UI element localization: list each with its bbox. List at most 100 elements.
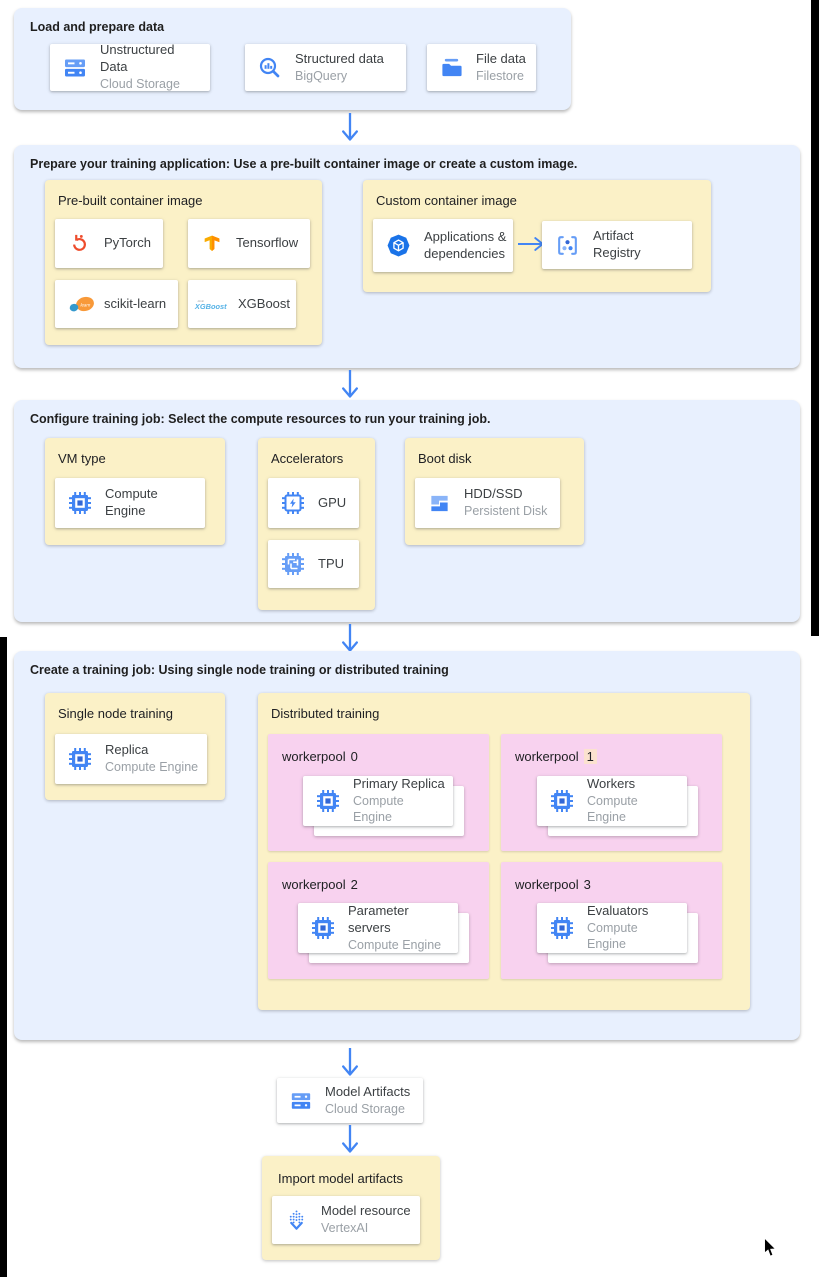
card-applications-dependencies: Applications & dependencies [373, 219, 513, 272]
card-subtitle: VertexAI [321, 1221, 369, 1236]
card-subtitle: Compute Engine [587, 794, 638, 825]
section-prepare-training-application: Prepare your training application: Use a… [14, 145, 800, 368]
card-subtitle: Cloud Storage [100, 77, 180, 92]
cloud-storage-icon [290, 1090, 312, 1112]
card-file-data: File data Filestore [427, 44, 536, 91]
group-prebuilt-container-image: Pre-built container image PyTorch Tensor… [45, 180, 322, 345]
card-pytorch: PyTorch [55, 219, 163, 268]
card-replica: Replica Compute Engine [55, 734, 207, 784]
card-stack-primary-replica: Primary Replica Compute Engine [303, 776, 464, 836]
card-subtitle: Cloud Storage [325, 1101, 405, 1116]
group-single-node-training: Single node training Replica Compute Eng… [45, 693, 225, 800]
mouse-cursor [763, 1237, 777, 1257]
compute-engine-icon [550, 916, 574, 940]
section-title: Load and prepare data [30, 20, 165, 34]
card-unstructured-data: Unstructured Data Cloud Storage [50, 42, 210, 92]
card-title: Applications & dependencies [424, 228, 507, 261]
tpu-icon [281, 552, 305, 576]
xgboost-icon [194, 297, 232, 312]
card-title: HDD/SSD [464, 486, 523, 502]
compute-engine-icon [550, 789, 574, 813]
card-scikit-learn: scikit-learn [55, 280, 178, 328]
tensorflow-icon [201, 233, 223, 255]
card-tpu: TPU [268, 540, 359, 588]
card-subtitle: BigQuery [295, 68, 348, 83]
card-title: Model Artifacts [325, 1083, 411, 1099]
group-label: VM type [58, 451, 106, 466]
card-xgboost: XGBoost [188, 280, 296, 328]
group-label: Pre-built container image [58, 193, 203, 208]
group-label: Accelerators [271, 451, 344, 466]
card-subtitle: Persistent Disk [464, 504, 548, 519]
card-tensorflow: Tensorflow [188, 219, 310, 268]
flow-arrow-down-icon [340, 112, 360, 142]
card-structured-data: Structured data BigQuery [245, 44, 406, 91]
card-title: Artifact Registry [593, 228, 641, 260]
card-title: Parameter servers [348, 902, 409, 935]
section-title: Configure training job: Select the compu… [30, 412, 491, 426]
group-accelerators: Accelerators GPU TPU [258, 438, 375, 610]
group-label: Distributed training [271, 706, 380, 721]
card-parameter-servers: Parameter servers Compute Engine [298, 903, 458, 953]
card-subtitle: Compute Engine [105, 760, 199, 775]
flow-arrow-down-icon [340, 1124, 360, 1154]
group-label: Import model artifacts [278, 1171, 403, 1186]
applications-dependencies-icon [386, 233, 411, 258]
group-label: Custom container image [376, 193, 517, 208]
card-artifact-registry: Artifact Registry [542, 221, 692, 269]
group-label: Single node training [58, 706, 173, 721]
card-title: Tensorflow [236, 235, 299, 251]
compute-engine-icon [311, 916, 335, 940]
gpu-icon [281, 491, 305, 515]
card-evaluators: Evaluators Compute Engine [537, 903, 687, 953]
flow-arrow-down-icon [340, 369, 360, 399]
card-title: Workers [587, 776, 636, 792]
section-create-training-job: Create a training job: Using single node… [14, 651, 800, 1040]
flow-arrow-right-icon [518, 235, 544, 253]
artifact-registry-icon [555, 233, 580, 258]
card-title: TPU [318, 555, 344, 571]
card-model-artifacts: Model Artifacts Cloud Storage [277, 1078, 423, 1123]
card-title: Structured data [295, 50, 384, 66]
section-title: Create a training job: Using single node… [30, 663, 449, 677]
card-title: Replica [105, 742, 149, 758]
section-load-and-prepare-data: Load and prepare data Unstructured Data … [14, 8, 571, 110]
card-stack-evaluators: Evaluators Compute Engine [537, 903, 698, 963]
card-title: Evaluators [587, 903, 649, 919]
screenshot-edge-bar-right [811, 0, 819, 636]
section-title: Prepare your training application: Use a… [30, 157, 578, 171]
card-title: Model resource [321, 1203, 411, 1219]
pytorch-icon [68, 232, 91, 255]
card-subtitle: Compute Engine [353, 794, 404, 825]
card-title: scikit-learn [104, 295, 167, 311]
bigquery-icon [258, 56, 282, 80]
card-compute-engine: Compute Engine [55, 478, 205, 528]
group-import-model-artifacts: Import model artifacts Model resource Ve… [262, 1156, 440, 1260]
persistent-disk-icon [428, 492, 451, 515]
card-workers: Workers Compute Engine [537, 776, 687, 826]
card-title: Compute Engine [105, 486, 158, 518]
flow-arrow-down-icon [340, 1047, 360, 1077]
card-stack-workers: Workers Compute Engine [537, 776, 698, 836]
compute-engine-icon [68, 747, 92, 771]
highlighted-pool-number: 1 [583, 749, 597, 764]
group-boot-disk: Boot disk HDD/SSD Persistent Disk [405, 438, 584, 545]
card-title: Primary Replica [353, 776, 445, 792]
vertex-ai-model-icon [285, 1209, 308, 1232]
card-title: GPU [318, 494, 347, 510]
filestore-icon [440, 56, 463, 79]
card-title: File data [476, 50, 526, 66]
card-title: Unstructured Data [100, 42, 175, 75]
card-stack-parameter-servers: Parameter servers Compute Engine [298, 903, 469, 963]
card-primary-replica: Primary Replica Compute Engine [303, 776, 453, 826]
group-custom-container-image: Custom container image Applications & de… [363, 180, 711, 292]
scikit-learn-icon [68, 294, 96, 314]
